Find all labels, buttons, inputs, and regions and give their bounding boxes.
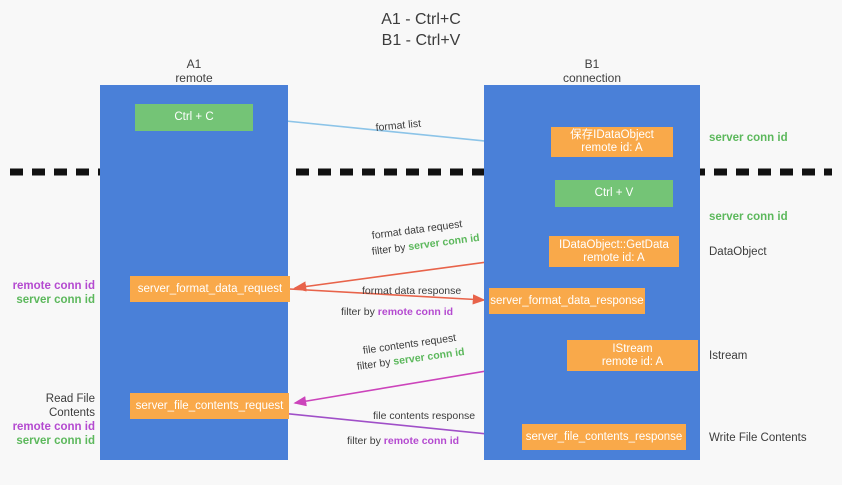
left-read-file-contents-block: Read File Contents remote conn id server… bbox=[0, 392, 95, 448]
edge-label-file-contents-response: file contents response bbox=[373, 410, 476, 422]
filter-by-text: filter by bbox=[347, 435, 381, 447]
node-idataobject-getdata[interactable]: IDataObject::GetData remote id: A bbox=[549, 236, 679, 267]
remote-conn-id-inline: remote conn id bbox=[383, 435, 460, 447]
lane-b-header: B1 connection bbox=[562, 57, 622, 85]
left-remote-conn-id-file: remote conn id bbox=[12, 421, 95, 433]
filter-by-text: filter by bbox=[341, 306, 375, 318]
node-server-format-data-response[interactable]: server_format_data_response bbox=[489, 288, 645, 314]
edge-label-format-data-response: format data response bbox=[362, 285, 462, 297]
node-save-idataobject[interactable]: 保存IDataObject remote id: A bbox=[551, 127, 673, 157]
remote-conn-id-inline: remote conn id bbox=[377, 306, 454, 318]
right-label-write-file-contents: Write File Contents bbox=[709, 432, 807, 444]
page-title: A1 - Ctrl+C B1 - Ctrl+V bbox=[381, 11, 461, 49]
edge-label-file-contents-response-filter: filter by remote conn id bbox=[347, 434, 459, 448]
right-label-dataobject: DataObject bbox=[709, 246, 767, 258]
lane-a-header: A1 remote bbox=[175, 57, 213, 85]
right-label-server-conn-id-top: server conn id bbox=[709, 132, 788, 144]
node-ctrl-c[interactable]: Ctrl + C bbox=[135, 104, 253, 131]
left-server-conn-id-file: server conn id bbox=[16, 435, 95, 447]
right-label-server-conn-id-second: server conn id bbox=[709, 211, 788, 223]
left-server-conn-id-format: server conn id bbox=[16, 294, 95, 306]
node-server-file-contents-request[interactable]: server_file_contents_request bbox=[130, 393, 289, 419]
edge-label-format-data-response-filter: filter by remote conn id bbox=[341, 305, 453, 319]
node-ctrl-v[interactable]: Ctrl + V bbox=[555, 180, 673, 207]
right-label-istream: Istream bbox=[709, 350, 748, 362]
left-label-read-file-contents: Read File Contents bbox=[45, 393, 95, 419]
node-server-file-contents-response[interactable]: server_file_contents_response bbox=[522, 424, 686, 450]
left-remote-conn-id-format: remote conn id bbox=[12, 280, 95, 292]
node-server-format-data-request[interactable]: server_format_data_request bbox=[130, 276, 290, 302]
left-conn-ids-format: remote conn id server conn id bbox=[0, 279, 95, 307]
node-istream[interactable]: IStream remote id: A bbox=[567, 340, 698, 371]
